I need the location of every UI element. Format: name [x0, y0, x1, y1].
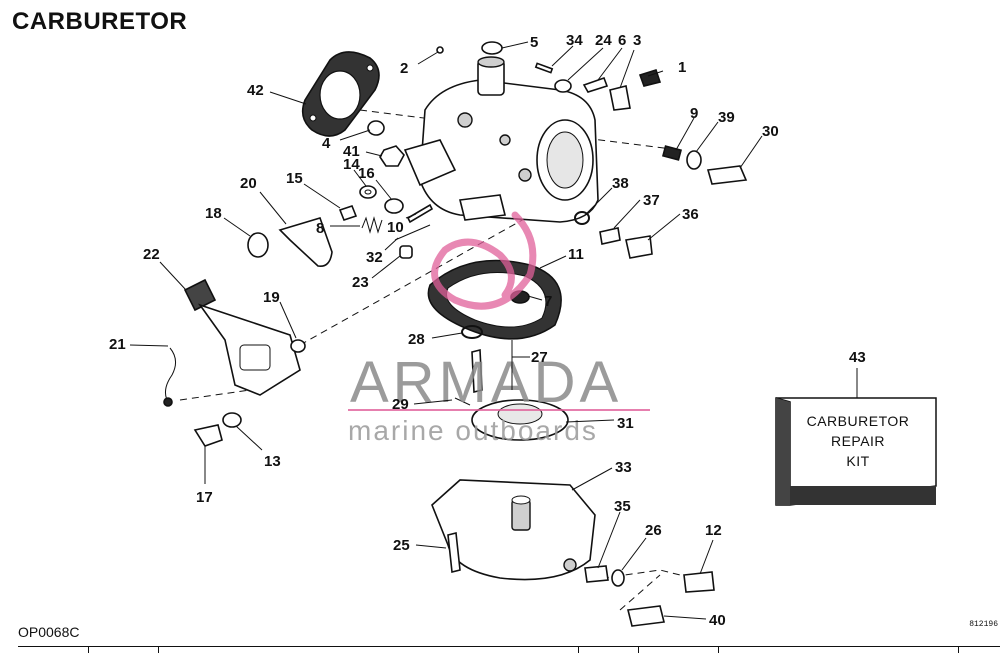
callout-11: 11: [568, 246, 584, 263]
fitting-part-40: [627, 605, 665, 627]
reference-code: OP0068C: [18, 624, 80, 640]
callout-14: 14: [343, 156, 360, 173]
callout-6: 6: [618, 32, 626, 49]
watermark-tagline: marine outboards: [348, 415, 598, 446]
callouts: 1 2 3 4 5 6 7 8 9 10 11 12 13 14 15 16 1: [109, 32, 779, 629]
float-part-22: [183, 278, 301, 396]
callout-36: 36: [682, 206, 699, 223]
kit-line-1: CARBURETOR: [807, 413, 910, 429]
callout-4: 4: [322, 135, 331, 152]
callout-8: 8: [316, 220, 324, 237]
wire-part-21: [163, 347, 176, 407]
callout-25: 25: [393, 537, 410, 554]
screw-part-15: [338, 205, 358, 221]
callout-35: 35: [614, 498, 631, 515]
jet-part-27: [471, 348, 483, 394]
screw-part-9: [661, 145, 683, 161]
nut-part-41: [379, 145, 405, 167]
callout-13: 13: [264, 453, 281, 470]
callout-9: 9: [690, 105, 698, 122]
carburetor-body: [403, 56, 599, 223]
screw-part-1: [638, 69, 662, 87]
callout-27: 27: [531, 349, 548, 366]
gasket-part-42: [301, 51, 380, 137]
spring-part-8: [361, 216, 383, 234]
washer-part-14: [359, 185, 377, 199]
plug-part-23: [399, 245, 413, 259]
ball-part-2: [436, 46, 444, 54]
bottom-table-edge: [18, 646, 1000, 653]
callout-21: 21: [109, 336, 126, 353]
callout-40: 40: [709, 612, 726, 629]
callout-1: 1: [678, 59, 686, 76]
washer-part-26: [611, 569, 625, 587]
screw-part-30: [706, 165, 748, 185]
plug-part-4: [367, 120, 385, 136]
callout-15: 15: [286, 170, 303, 187]
callout-26: 26: [645, 522, 662, 539]
callout-41: 41: [343, 143, 360, 160]
callout-10: 10: [387, 219, 404, 236]
callout-12: 12: [705, 522, 722, 539]
callout-5: 5: [530, 34, 538, 51]
kit-number: 43: [849, 349, 866, 366]
callout-24: 24: [595, 32, 612, 49]
callout-16: 16: [358, 165, 375, 182]
assembly-axis-main: [299, 209, 541, 346]
watermark: ARMADA marine outboards: [348, 211, 650, 446]
callout-39: 39: [718, 109, 735, 126]
kit-line-2: REPAIR: [831, 433, 885, 449]
bushing-part-18: [247, 232, 269, 258]
washer-part-13: [222, 412, 242, 428]
assembly-axis-lower: [179, 389, 251, 401]
callout-3: 3: [633, 32, 641, 49]
callout-22: 22: [143, 246, 160, 263]
kit-line-3: KIT: [846, 453, 869, 469]
screw-part-17: [193, 424, 223, 447]
callout-38: 38: [612, 175, 629, 192]
callout-2: 2: [400, 60, 408, 77]
callout-28: 28: [408, 331, 425, 348]
screw-part-25: [447, 532, 461, 573]
washer-part-39: [686, 150, 702, 170]
needle-part-6: [582, 76, 609, 93]
watermark-logo: [431, 211, 537, 310]
jet-part-37: [599, 227, 621, 245]
fitting-part-24: [554, 79, 572, 93]
washer-part-16: [384, 198, 404, 214]
callout-19: 19: [263, 289, 280, 306]
watermark-brand: ARMADA: [350, 350, 622, 415]
washer-part-28: [461, 325, 483, 339]
callout-42: 42: [247, 82, 264, 99]
pin-part-10: [406, 203, 434, 224]
oring-part-38: [574, 211, 590, 225]
repair-kit-43: CARBURETOR REPAIR KIT 43: [775, 349, 937, 506]
pin-part-34: [534, 62, 554, 74]
screw-part-35: [584, 565, 609, 583]
callout-18: 18: [205, 205, 222, 222]
callout-37: 37: [643, 192, 660, 209]
pin-part-29: [454, 397, 471, 406]
callout-34: 34: [566, 32, 583, 49]
spring-part-32: [394, 224, 431, 241]
callout-29: 29: [392, 396, 409, 413]
bracket-part-3: [609, 85, 631, 111]
diagram-title: CARBURETOR: [12, 8, 188, 35]
callout-30: 30: [762, 123, 779, 140]
callout-31: 31: [617, 415, 634, 432]
washer-part-19: [290, 339, 306, 353]
callout-17: 17: [196, 489, 213, 506]
callout-23: 23: [352, 274, 369, 291]
drawing-code: 812196: [969, 620, 998, 629]
plug-part-5: [481, 41, 503, 55]
callout-32: 32: [366, 249, 383, 266]
link-part-20: [278, 217, 333, 268]
callout-7: 7: [544, 293, 552, 310]
callout-33: 33: [615, 459, 632, 476]
screw-part-12: [683, 571, 715, 593]
plug-part-36: [625, 235, 653, 259]
callout-20: 20: [240, 175, 257, 192]
assembly-axis-bottom: [619, 574, 661, 611]
